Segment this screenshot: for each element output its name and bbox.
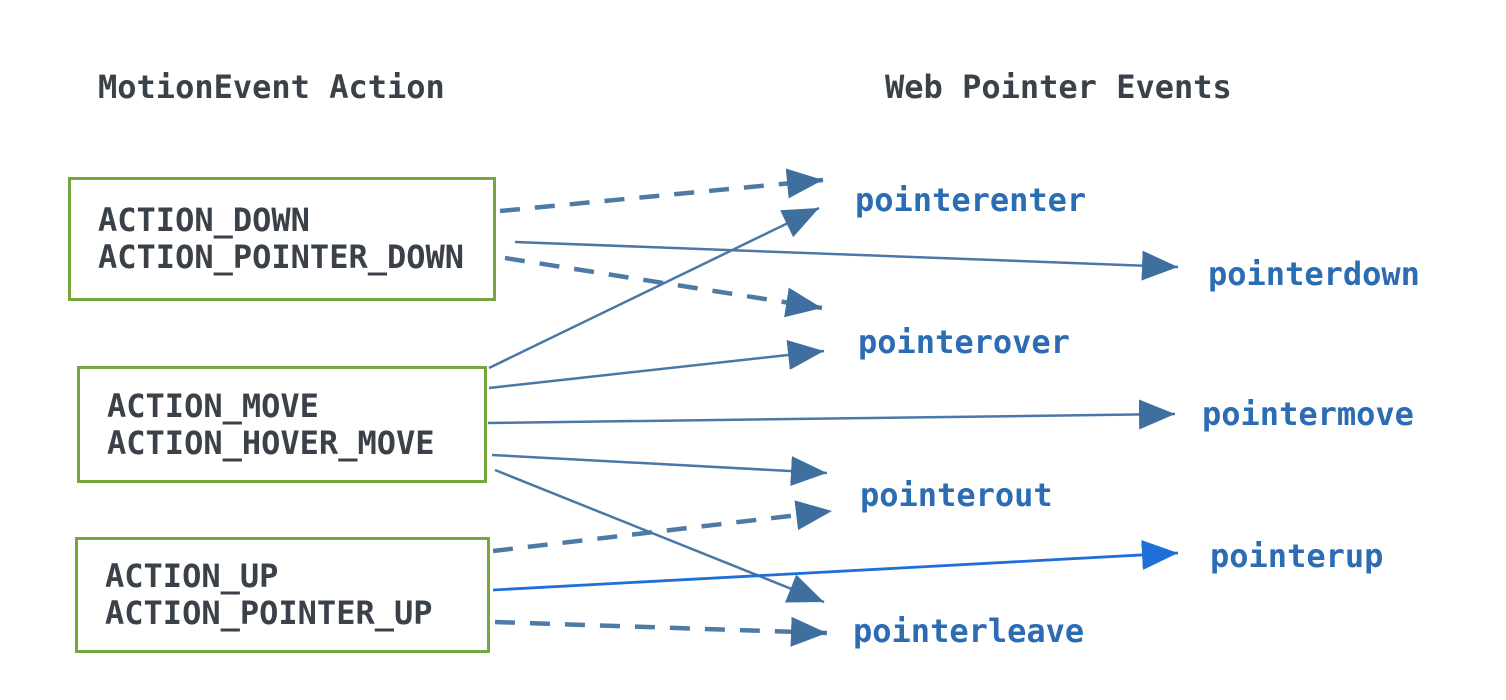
arrow-down-to-pointerenter xyxy=(499,168,824,214)
event-label-pointerup: pointerup xyxy=(1210,537,1384,575)
action-label: ACTION_HOVER_MOVE xyxy=(107,423,435,462)
event-label-pointerover: pointerover xyxy=(858,323,1070,361)
event-label-pointerout: pointerout xyxy=(860,476,1053,514)
arrow-move-to-pointerout xyxy=(491,453,828,487)
arrow-move-to-pointermove xyxy=(487,399,1176,430)
motionevent-box-down: ACTION_DOWN ACTION_POINTER_DOWN xyxy=(68,177,496,301)
arrow-move-to-pointerenter xyxy=(488,206,820,370)
arrow-move-to-pointerleave xyxy=(494,468,825,604)
motionevent-box-up: ACTION_UP ACTION_POINTER_UP xyxy=(75,537,490,653)
event-label-pointerleave: pointerleave xyxy=(853,612,1085,650)
arrow-up-to-pointerout xyxy=(492,500,833,554)
right-column-header: Web Pointer Events xyxy=(885,68,1232,106)
event-label-pointermove: pointermove xyxy=(1202,395,1414,433)
arrow-up-to-pointerleave xyxy=(494,616,828,647)
event-label-pointerenter: pointerenter xyxy=(855,181,1087,219)
action-label: ACTION_POINTER_UP xyxy=(105,594,433,632)
arrow-down-to-pointerdown xyxy=(514,240,1179,281)
arrow-up-to-pointerup xyxy=(492,539,1179,592)
event-label-pointerdown: pointerdown xyxy=(1208,255,1420,293)
action-label: ACTION_DOWN xyxy=(98,201,310,239)
motionevent-box-move: ACTION_MOVE ACTION_HOVER_MOVE xyxy=(77,366,487,483)
left-column-header: MotionEvent Action xyxy=(98,68,445,106)
arrow-move-to-pointerover xyxy=(488,340,825,390)
arrow-down-to-pointerover xyxy=(504,255,823,318)
action-label: ACTION_UP xyxy=(105,557,279,595)
action-label: ACTION_POINTER_DOWN xyxy=(98,238,465,276)
action-label: ACTION_MOVE xyxy=(107,386,319,425)
